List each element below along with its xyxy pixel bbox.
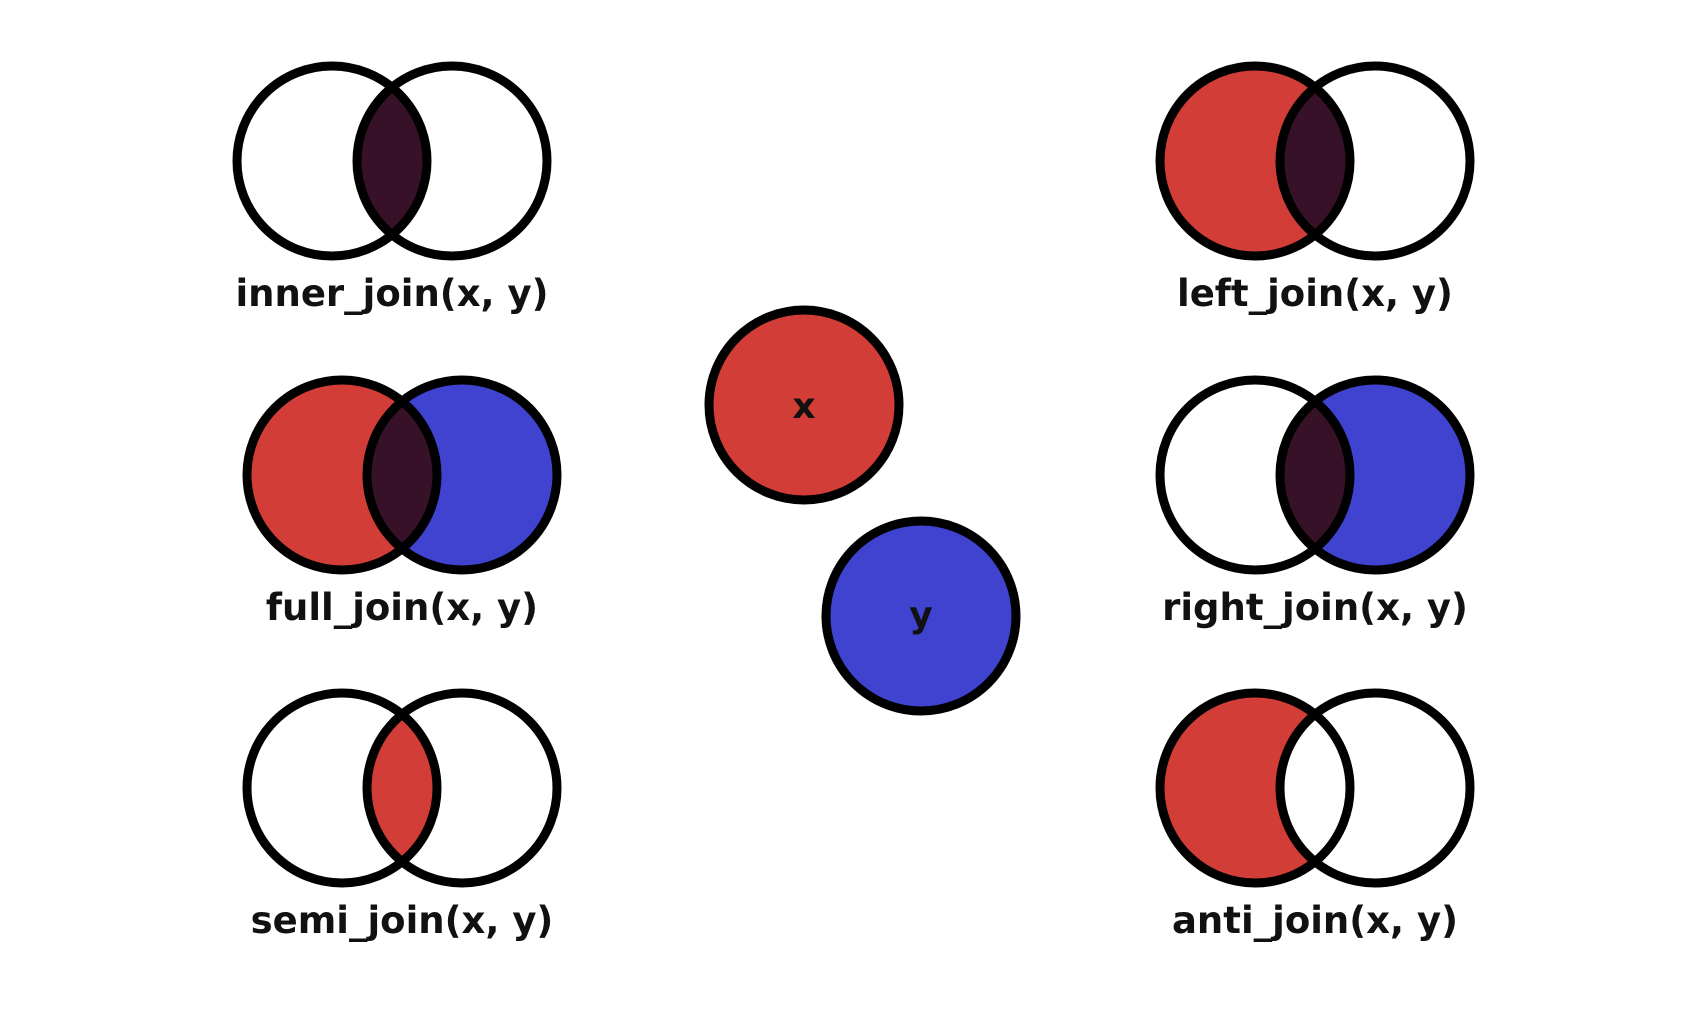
intersection-region bbox=[1280, 87, 1351, 235]
x-legend: x bbox=[704, 305, 904, 505]
intersection-region bbox=[1280, 401, 1350, 549]
full-join-label: full_join(x, y) bbox=[266, 586, 538, 629]
x-circle-outline bbox=[1155, 375, 1355, 575]
y-legend-label: y bbox=[909, 595, 932, 636]
left-join-label: left_join(x, y) bbox=[1177, 272, 1453, 315]
y-circle-outline bbox=[1275, 688, 1475, 888]
x-only-region bbox=[1160, 66, 1315, 256]
x-only-region bbox=[247, 380, 402, 570]
x-circle-outline bbox=[232, 61, 432, 261]
y-circle-outline bbox=[1275, 61, 1475, 261]
semi-join-label: semi_join(x, y) bbox=[251, 899, 554, 942]
x-circle-outline bbox=[1155, 61, 1355, 261]
anti-join-label: anti_join(x, y) bbox=[1172, 899, 1458, 942]
inner-join-label: inner_join(x, y) bbox=[235, 272, 548, 315]
x-legend-label: x bbox=[792, 386, 815, 427]
x-circle-outline bbox=[242, 375, 442, 575]
y-circle-outline bbox=[1275, 375, 1475, 575]
x-only-region bbox=[1160, 693, 1315, 883]
intersection-region bbox=[366, 714, 438, 862]
y-only-region bbox=[1315, 380, 1470, 570]
y-legend: y bbox=[821, 516, 1021, 716]
x-circle-outline bbox=[1155, 688, 1355, 888]
intersection-region bbox=[357, 87, 427, 235]
left-join-diagram: left_join(x, y) bbox=[1155, 61, 1475, 315]
semi-join-diagram: semi_join(x, y) bbox=[242, 688, 562, 942]
anti-join-diagram: anti_join(x, y) bbox=[1155, 688, 1475, 942]
right-join-diagram: right_join(x, y) bbox=[1155, 375, 1475, 629]
inner-join-diagram: inner_join(x, y) bbox=[232, 61, 552, 315]
y-circle-outline bbox=[362, 688, 562, 888]
intersection-region bbox=[367, 401, 437, 549]
x-legend-circle bbox=[704, 305, 904, 505]
y-circle-outline bbox=[362, 375, 562, 575]
y-circle-outline bbox=[352, 61, 552, 261]
right-join-label: right_join(x, y) bbox=[1162, 586, 1468, 629]
x-circle-outline bbox=[242, 688, 442, 888]
y-legend-circle bbox=[821, 516, 1021, 716]
y-only-region bbox=[402, 380, 557, 570]
full-join-diagram: full_join(x, y) bbox=[242, 375, 562, 629]
